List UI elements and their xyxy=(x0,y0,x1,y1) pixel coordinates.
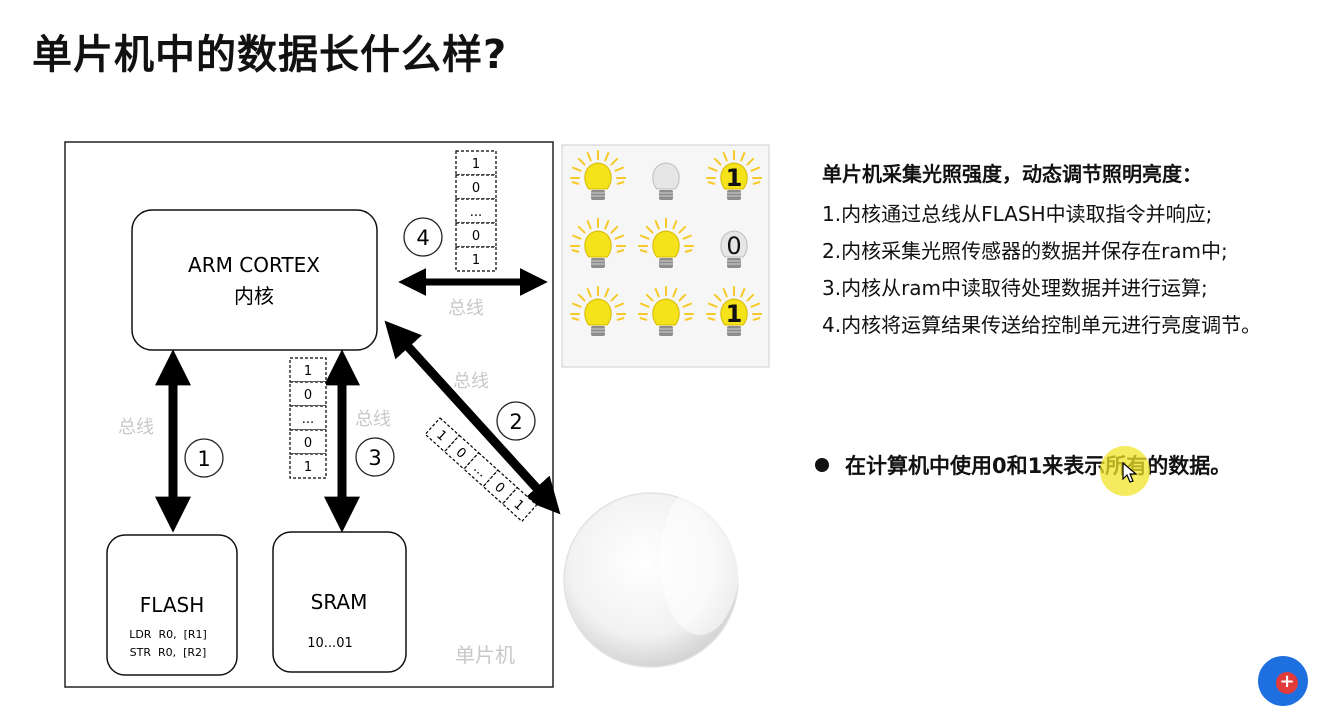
light-bulb-icon xyxy=(638,218,694,268)
step-number-1: 1 xyxy=(197,447,210,471)
bullet-dot-icon xyxy=(815,458,829,472)
bit-stack-lights-bit: 0 xyxy=(472,181,480,196)
step-number-3: 3 xyxy=(368,446,381,470)
chip-label: 单片机 xyxy=(455,643,515,667)
bit-stack-lights-bit: ... xyxy=(470,205,482,220)
bit-stack-sensor-cell xyxy=(501,486,538,523)
bit-stack-sram-bit: ... xyxy=(302,412,314,427)
page-title: 单片机中的数据长什么样? xyxy=(32,32,508,78)
explanation-step-2: 2.内核采集光照传感器的数据并保存在ram中; xyxy=(822,239,1228,263)
sram-label: SRAM xyxy=(311,590,368,614)
light-bulb-icon xyxy=(570,218,626,268)
key-point: 在计算机中使用0和1来表示所有的数据。 xyxy=(815,450,1231,480)
bit-stack-lights-cell xyxy=(455,150,497,176)
bit-stack-sram-cell xyxy=(289,453,327,479)
mouse-pointer-icon xyxy=(1122,462,1138,483)
light-bulb-icon: 1 xyxy=(706,286,762,336)
key-point-text: 在计算机中使用0和1来表示所有的数据。 xyxy=(845,454,1232,478)
step-number-4: 4 xyxy=(416,226,429,250)
bit-stack-lights-cell xyxy=(455,222,497,248)
bit-stack-sensor: 10...01 xyxy=(424,417,538,523)
bit-stack-sram-cell xyxy=(289,429,327,455)
arm-core-box xyxy=(131,209,378,351)
explanation-step-4: 4.内核将运算结果传送给控制单元进行亮度调节。 xyxy=(822,313,1262,337)
bus-label-sram: 总线 xyxy=(355,409,391,430)
explanation-heading: 单片机采集光照强度，动态调节照明亮度： xyxy=(822,162,1202,186)
step-marker-3: 3 xyxy=(355,437,395,477)
bit-stack-sram-bit: 0 xyxy=(304,388,312,403)
bulb-digit: 0 xyxy=(726,232,741,260)
bulb-grid: 1 0 1 xyxy=(570,150,762,336)
bulb-digit: 1 xyxy=(726,164,743,192)
light-bulb-icon xyxy=(638,286,694,336)
explanation-step-1: 1.内核通过总线从FLASH中读取指令并响应; xyxy=(822,202,1213,226)
bus-label-lights: 总线 xyxy=(448,298,484,319)
sram-value: 10...01 xyxy=(307,636,352,651)
light-bulb-icon xyxy=(570,150,626,200)
bit-stack-sensor-cell xyxy=(443,434,480,470)
bit-stack-sram: 1 0... 0 1 xyxy=(289,357,327,479)
light-bulb-icon: 1 xyxy=(706,150,762,200)
bit-stack-sram-bit: 1 xyxy=(304,460,312,475)
bit-stack-sram-bit: 1 xyxy=(304,364,312,379)
bus-arrow-core-sensor xyxy=(384,320,561,515)
light-bulb-icon: 0 xyxy=(720,230,748,268)
step-number-2: 2 xyxy=(509,410,522,434)
bulb-digit: 1 xyxy=(726,300,743,328)
explanation-panel: 单片机采集光照强度，动态调节照明亮度： 1.内核通过总线从FLASH中读取指令并… xyxy=(822,158,1322,349)
flash-code-line1: LDR R0, [R1] xyxy=(129,628,207,641)
explanation-step-3: 3.内核从ram中读取待处理数据并进行运算; xyxy=(822,276,1208,300)
bus-label-sensor: 总线 xyxy=(453,371,489,392)
bit-stack-lights-cell xyxy=(455,246,497,272)
flash-code-line2: STR R0, [R2] xyxy=(130,646,207,659)
step-marker-1: 1 xyxy=(184,438,224,478)
bit-stack-lights-cell xyxy=(455,198,497,224)
bus-label-flash: 总线 xyxy=(118,417,154,438)
add-icon[interactable]: + xyxy=(1276,672,1298,694)
mcu-data-flow-diagram: 单片机 ARM CORTEX 内核 FLASH LDR R0, [R1] STR… xyxy=(64,141,770,688)
bit-stack-sram-cell xyxy=(289,381,327,407)
light-sensor xyxy=(563,485,740,668)
flash-label: FLASH xyxy=(140,593,205,617)
bit-stack-lights-bit: 1 xyxy=(472,253,480,268)
bit-stack-lights-bit: 0 xyxy=(472,229,480,244)
step-marker-4: 4 xyxy=(403,217,443,257)
core-label-line2: 内核 xyxy=(234,284,274,308)
step-marker-2: 2 xyxy=(496,401,536,441)
core-label-line1: ARM CORTEX xyxy=(188,253,320,277)
light-bulb-icon xyxy=(652,162,680,200)
bit-stack-lights-bit: 1 xyxy=(472,157,480,172)
bit-stack-sram-bit: 0 xyxy=(304,436,312,451)
light-bulb-icon xyxy=(570,286,626,336)
bit-stack-lights: 1 0... 0 1 xyxy=(455,150,497,272)
bit-stack-sram-cell xyxy=(289,405,327,431)
flash-box xyxy=(106,534,238,676)
bit-stack-lights-cell xyxy=(455,174,497,200)
